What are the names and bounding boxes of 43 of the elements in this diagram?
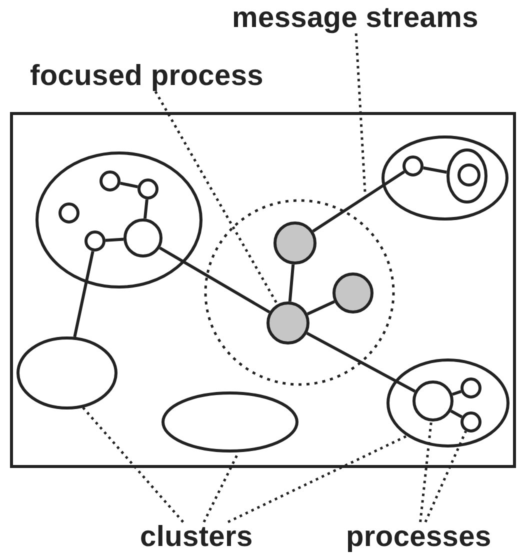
process-circle (459, 376, 483, 400)
cluster-ellipse (15, 335, 119, 411)
process-circle (456, 162, 482, 188)
leader-line (154, 90, 278, 305)
leader-line (82, 406, 184, 523)
callout-label: clusters (140, 522, 253, 552)
callout-label: processes (346, 522, 492, 552)
connector-line (159, 246, 270, 314)
connector-line (120, 182, 138, 188)
connector-line (306, 300, 336, 316)
connector-line (73, 250, 94, 338)
process-circle (57, 201, 81, 225)
connector-line (306, 332, 416, 393)
callout-label: focused process (30, 61, 264, 92)
process-circle (136, 177, 160, 201)
process-circle (411, 379, 455, 423)
focused-process-circle (265, 300, 311, 346)
connector-line (143, 199, 148, 219)
process-circle (122, 217, 164, 259)
process-circle (401, 154, 425, 178)
cluster-ellipse (160, 390, 300, 454)
connector-line (105, 238, 124, 242)
leader-line (424, 430, 467, 522)
diagram-frame (10, 112, 516, 468)
process-circle (459, 410, 483, 434)
connector-line (450, 410, 463, 418)
cluster-ellipse (380, 134, 510, 222)
process-circle (272, 220, 318, 266)
focus-region-circle (202, 198, 396, 386)
cluster-ellipse (385, 357, 511, 449)
leader-line (354, 33, 366, 192)
process-circle (83, 229, 107, 253)
connector-line (312, 170, 406, 232)
callout-label: message streams (232, 3, 478, 34)
connector-line (452, 390, 462, 396)
cluster-ellipse (445, 147, 489, 205)
connector-line (288, 264, 295, 302)
leader-line (419, 421, 432, 522)
leader-line (227, 434, 408, 524)
process-circle (331, 271, 375, 315)
cluster-ellipse (34, 150, 204, 290)
connector-line (423, 166, 447, 174)
process-circle (98, 169, 122, 193)
